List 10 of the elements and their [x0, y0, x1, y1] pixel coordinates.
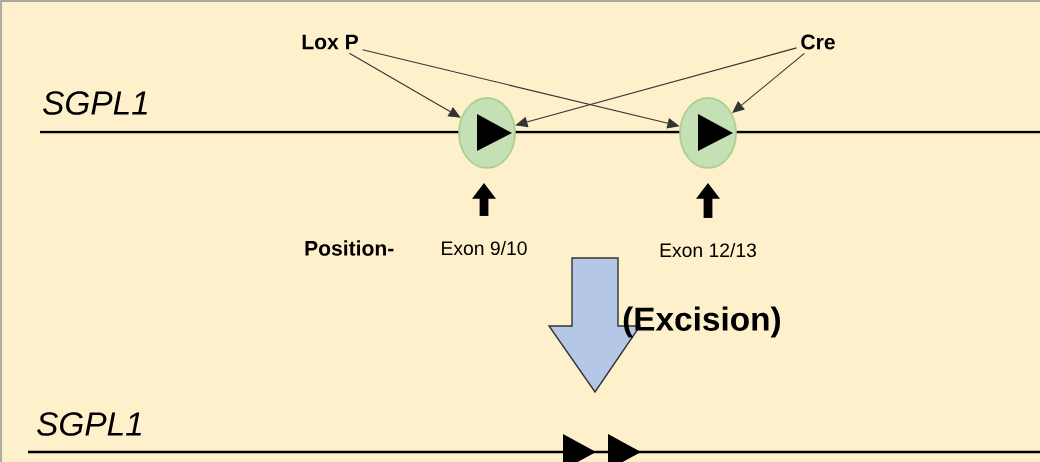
position-label: Position-: [305, 240, 394, 256]
node-label: Exon 12/13: [660, 242, 756, 258]
arrow: [515, 47, 798, 128]
excision-label: (Excision): [623, 306, 780, 338]
gene-name: SGPL1: [37, 412, 141, 436]
node-label: Lox P: [302, 34, 358, 50]
arrow: [348, 52, 461, 118]
node-label: Cre: [801, 34, 835, 50]
gene-name: SGPL1: [43, 91, 147, 115]
node-label: Exon 9/10: [442, 240, 527, 256]
